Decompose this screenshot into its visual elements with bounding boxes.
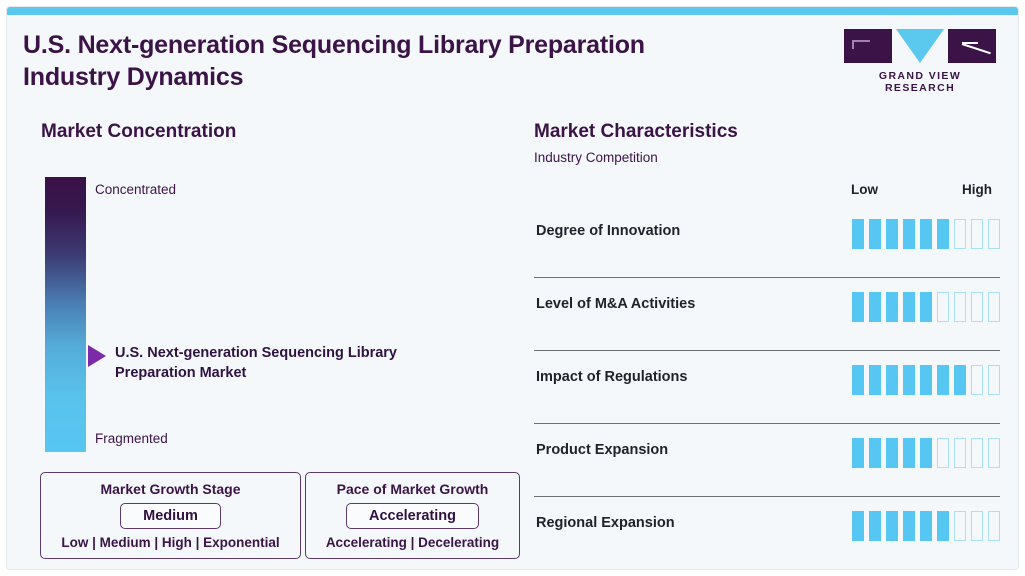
characteristic-row: Regional Expansion [534, 497, 1000, 569]
top-accent-bar [7, 7, 1018, 15]
concentration-top-label: Concentrated [95, 182, 177, 197]
gauge-segment-filled [886, 511, 898, 541]
gauge-segment-filled [852, 511, 864, 541]
market-concentration-title: Market Concentration [41, 121, 237, 142]
gauge-segment-filled [903, 219, 915, 249]
characteristic-label: Regional Expansion [536, 515, 675, 531]
gauge-segment-filled [869, 438, 881, 468]
gauge-segment-filled [903, 438, 915, 468]
logo-marks [844, 29, 996, 63]
gauge-segment-empty [988, 365, 1000, 395]
gauge-segment-filled [886, 292, 898, 322]
gauge-segment-empty [937, 292, 949, 322]
gauge-segment-filled [869, 365, 881, 395]
gauge-segment-filled [903, 365, 915, 395]
gauge-segment-empty [937, 438, 949, 468]
market-characteristics-title: Market Characteristics [534, 121, 738, 142]
market-characteristics-subtitle: Industry Competition [534, 150, 658, 165]
gauge-segment-filled [920, 511, 932, 541]
pace-of-growth-title: Pace of Market Growth [336, 481, 489, 497]
market-growth-stage-title: Market Growth Stage [100, 481, 241, 497]
characteristic-gauge [852, 511, 1000, 541]
logo-left-block-icon [844, 29, 892, 63]
gauge-segment-filled [869, 219, 881, 249]
gauge-segment-empty [988, 292, 1000, 322]
characteristic-gauge [852, 292, 1000, 322]
pace-of-growth-value[interactable]: Accelerating [345, 503, 480, 529]
gauge-segment-filled [920, 219, 932, 249]
gauge-segment-filled [920, 292, 932, 322]
gauge-segment-empty [971, 438, 983, 468]
gauge-segment-filled [869, 511, 881, 541]
characteristic-label: Product Expansion [536, 442, 669, 458]
infographic-card: U.S. Next-generation Sequencing Library … [6, 6, 1019, 570]
characteristic-label: Degree of Innovation [536, 223, 681, 239]
gauge-segment-filled [886, 219, 898, 249]
gauge-segment-filled [852, 219, 864, 249]
characteristic-gauge [852, 365, 1000, 395]
gauge-segment-empty [971, 511, 983, 541]
gauge-segment-filled [886, 365, 898, 395]
gauge-segment-filled [886, 438, 898, 468]
gauge-segment-empty [954, 438, 966, 468]
gauge-segment-filled [852, 292, 864, 322]
brand-logo: GRAND VIEW RESEARCH [844, 29, 996, 94]
gauge-segment-empty [971, 219, 983, 249]
pace-of-growth-box: Pace of Market Growth Accelerating Accel… [305, 472, 520, 559]
characteristic-row: Impact of Regulations [534, 351, 1000, 424]
gauge-segment-filled [903, 292, 915, 322]
gauge-segment-empty [954, 511, 966, 541]
characteristic-row: Degree of Innovation [534, 205, 1000, 278]
gauge-segment-filled [903, 511, 915, 541]
concentration-bottom-label: Fragmented [95, 431, 168, 446]
logo-right-line-icon [962, 42, 978, 44]
logo-left-line-icon [852, 40, 870, 42]
logo-right-block-icon [948, 29, 996, 63]
scale-low-label: Low [851, 182, 878, 197]
gauge-segment-empty [954, 292, 966, 322]
characteristic-row: Level of M&A Activities [534, 278, 1000, 351]
gauge-segment-filled [869, 292, 881, 322]
page-title: U.S. Next-generation Sequencing Library … [23, 31, 645, 91]
gauge-segment-filled [920, 438, 932, 468]
pace-of-growth-options: Accelerating | Decelerating [325, 535, 500, 550]
logo-triangle-icon [896, 29, 944, 63]
gauge-segment-filled [954, 365, 966, 395]
characteristic-label: Impact of Regulations [536, 369, 688, 385]
logo-left-tick-icon [852, 40, 854, 49]
concentration-marker-triangle-icon [88, 344, 106, 367]
market-growth-stage-options: Low | Medium | High | Exponential [61, 535, 280, 550]
gauge-segment-filled [920, 365, 932, 395]
gauge-segment-filled [937, 365, 949, 395]
market-growth-stage-box: Market Growth Stage Medium Low | Medium … [40, 472, 301, 559]
characteristic-label: Level of M&A Activities [536, 296, 696, 312]
characteristic-gauge [852, 219, 1000, 249]
scale-high-label: High [962, 182, 992, 197]
characteristic-row: Product Expansion [534, 424, 1000, 497]
characteristic-gauge [852, 438, 1000, 468]
gauge-segment-empty [988, 219, 1000, 249]
gauge-segment-filled [937, 219, 949, 249]
logo-right-diagonal-icon [961, 43, 991, 55]
gauge-segment-filled [852, 438, 864, 468]
gauge-segment-empty [954, 219, 966, 249]
gauge-segment-empty [971, 365, 983, 395]
gauge-segment-filled [937, 511, 949, 541]
logo-wordmark: GRAND VIEW RESEARCH [878, 70, 962, 94]
gauge-segment-filled [852, 365, 864, 395]
gauge-segment-empty [988, 438, 1000, 468]
gauge-segment-empty [971, 292, 983, 322]
concentration-gradient-bar [45, 177, 86, 452]
concentration-marker-label: U.S. Next-generation Sequencing Library … [115, 344, 397, 381]
gauge-segment-empty [988, 511, 1000, 541]
market-growth-stage-value[interactable]: Medium [120, 503, 221, 529]
